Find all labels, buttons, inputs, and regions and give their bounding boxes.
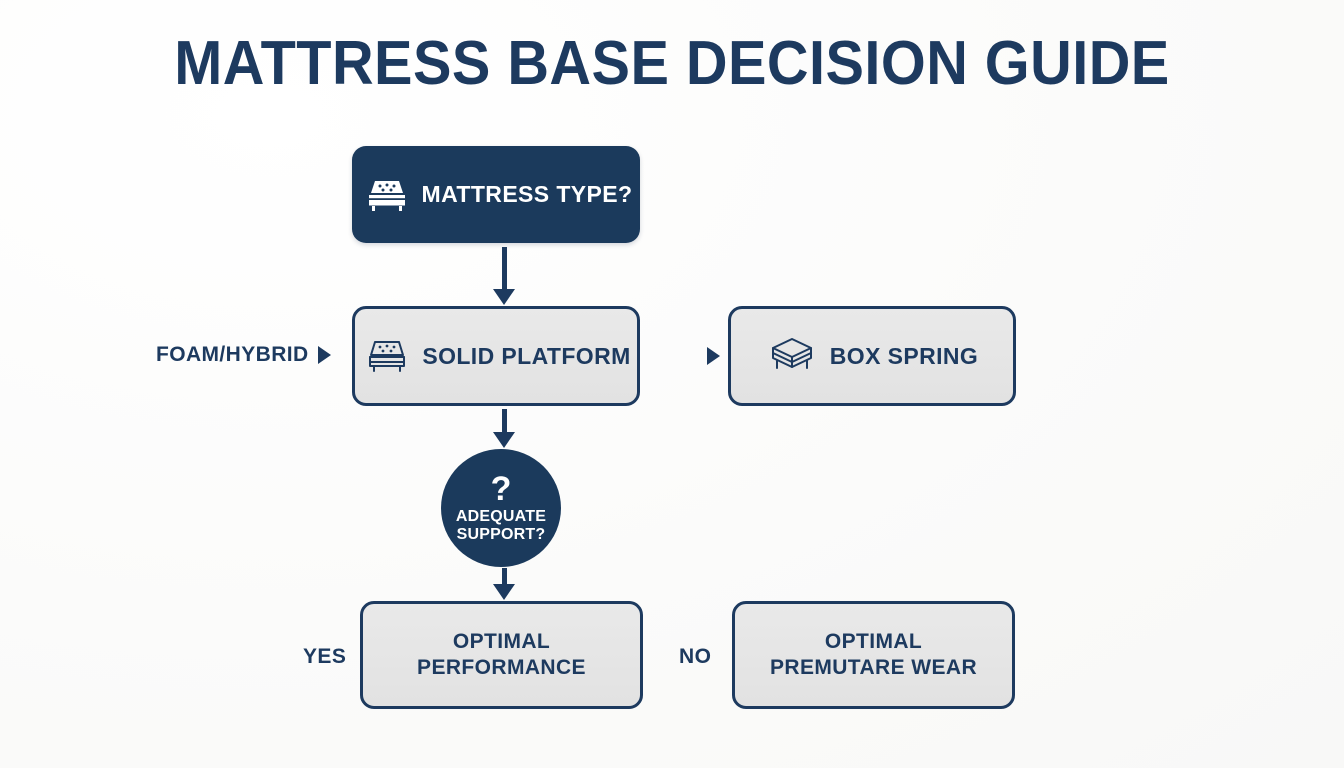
edge-label-no: NO xyxy=(679,645,712,668)
bed-mattress-icon xyxy=(366,178,408,212)
arrow-shaft xyxy=(501,247,507,290)
question-mark-icon: ? xyxy=(490,469,512,508)
edge-label-foam-hybrid: FOAM/HYBRID xyxy=(156,343,331,367)
node-mattress-type[interactable]: MATTRESS TYPE? xyxy=(352,146,640,243)
arrow-adequate-support-to-optimal-performance xyxy=(493,568,515,600)
edge-label-yes: YES xyxy=(303,645,347,668)
page-title: MATTRESS BASE DECISION GUIDE xyxy=(174,29,1170,98)
node-optimal-performance-label: OPTIMAL PERFORMANCE xyxy=(417,630,586,679)
arrow-shaft xyxy=(501,409,507,433)
node-premature-wear-label: OPTIMAL PREMUTARE WEAR xyxy=(769,630,978,679)
arrow-head xyxy=(493,289,515,305)
node-adequate-support[interactable]: ? ADEQUATE SUPPORT? xyxy=(441,449,561,567)
arrow-mattress-type-to-solid-platform xyxy=(493,247,515,305)
triangle-right-icon xyxy=(317,346,331,364)
arrow-head xyxy=(493,584,515,600)
node-box-spring[interactable]: BOX SPRING xyxy=(728,306,1016,406)
node-solid-platform-label: SOLID PLATFORM xyxy=(422,342,631,369)
arrow-head xyxy=(493,432,515,448)
arrow-shaft xyxy=(501,568,507,585)
edge-label-foam-hybrid-text: FOAM/HYBRID xyxy=(156,343,309,366)
node-solid-platform[interactable]: SOLID PLATFORM xyxy=(352,306,640,406)
triangle-right-icon xyxy=(707,347,720,365)
node-optimal-performance[interactable]: OPTIMAL PERFORMANCE xyxy=(360,601,643,709)
node-box-spring-label: BOX SPRING xyxy=(829,342,979,369)
arrow-solid-platform-to-adequate-support xyxy=(493,409,515,448)
box-spring-icon xyxy=(768,336,816,376)
bed-mattress-icon xyxy=(365,338,409,374)
node-premature-wear[interactable]: OPTIMAL PREMUTARE WEAR xyxy=(732,601,1015,709)
node-mattress-type-label: MATTRESS TYPE? xyxy=(421,181,633,208)
node-adequate-support-label: ADEQUATE SUPPORT? xyxy=(455,507,547,544)
